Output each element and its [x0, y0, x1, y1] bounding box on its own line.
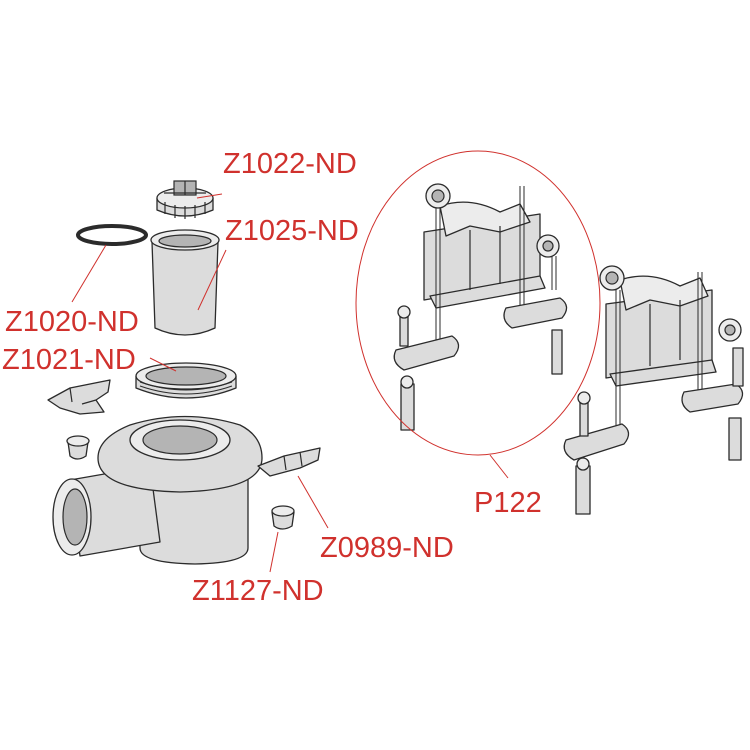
left-clip: [47, 379, 111, 415]
leader-z1020: [71, 244, 107, 303]
label-z0989: Z0989-ND: [320, 532, 454, 564]
part-z1022-cap: [156, 180, 214, 219]
p122-group-outline: [355, 150, 601, 456]
label-z1025: Z1025-ND: [225, 215, 359, 247]
leader-z1025: [197, 249, 227, 311]
part-z1025-sleeve: [150, 229, 220, 336]
label-p122: P122: [474, 487, 542, 519]
leader-z1022: [196, 193, 223, 199]
part-z1020-ring: [76, 224, 148, 246]
bracket-set-2: [563, 265, 744, 515]
label-z1021: Z1021-ND: [2, 344, 136, 376]
leader-lines: [71, 193, 509, 573]
leader-p122: [489, 454, 509, 479]
label-z1022: Z1022-ND: [223, 148, 357, 180]
part-z1021-ring: [135, 362, 237, 399]
leader-z0989: [297, 475, 329, 529]
part-z1127-nut: [271, 505, 295, 530]
leader-z1127: [269, 531, 279, 573]
left-nut: [66, 435, 90, 460]
bracket-set-1: [393, 183, 568, 431]
label-z1127: Z1127-ND: [192, 575, 324, 607]
label-z1020: Z1020-ND: [5, 306, 139, 338]
leader-z1021: [149, 357, 177, 372]
drain-body: [52, 415, 263, 565]
part-z0989-clip: [257, 447, 321, 477]
